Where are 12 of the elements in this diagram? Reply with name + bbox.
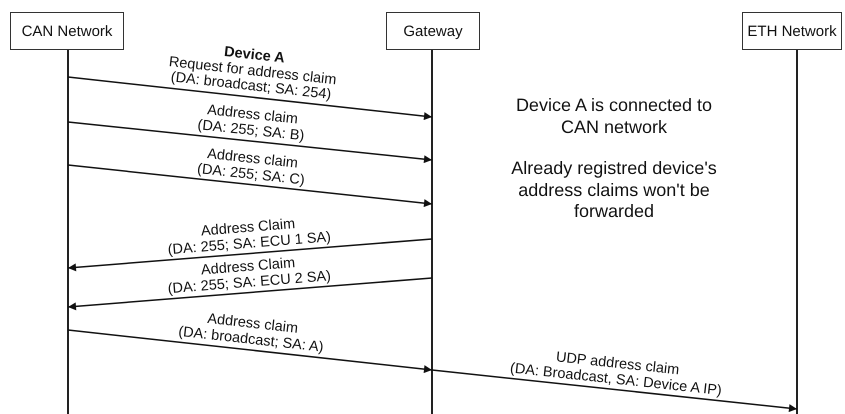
message-arrow (432, 369, 798, 412)
message-arrow (68, 329, 432, 374)
participant-box: Gateway (386, 12, 480, 50)
message-arrow (68, 76, 432, 120)
message-arrow (68, 164, 432, 208)
message-arrow (68, 238, 432, 272)
note-text: Device A is connected to CAN network (514, 95, 714, 138)
message-arrow (68, 277, 432, 310)
note-text: Already registred device's address claims won't be forwarded (510, 158, 718, 223)
participant-box: ETH Network (742, 12, 842, 50)
participant-box: CAN Network (10, 12, 124, 50)
message-arrow (68, 121, 432, 164)
